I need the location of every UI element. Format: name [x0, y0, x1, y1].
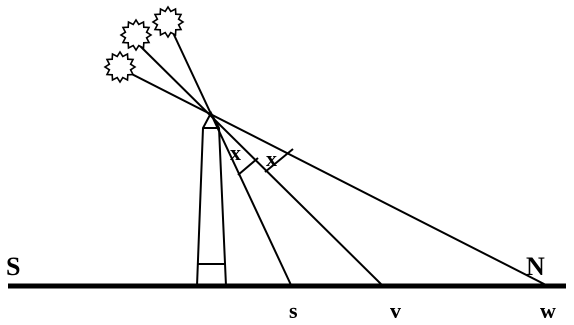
label-shadow-v: v: [390, 298, 401, 323]
suns: [103, 5, 185, 84]
angle-mark-2: [264, 148, 294, 173]
sun-rays: [119, 21, 547, 286]
ray-to-s: [167, 21, 292, 286]
sun-icon: [151, 5, 185, 39]
label-angle-x-2: x: [266, 146, 277, 171]
label-south: S: [6, 252, 20, 281]
ray-to-v: [135, 41, 383, 286]
sun-icon: [103, 50, 137, 84]
label-shadow-s: s: [289, 298, 298, 323]
label-north: N: [526, 252, 545, 281]
angle-marks: [237, 148, 294, 176]
ray-to-w: [119, 67, 547, 286]
sun-icon: [119, 18, 153, 52]
label-shadow-w: w: [540, 298, 556, 323]
label-angle-x-1: x: [230, 140, 241, 165]
angle-mark-1: [237, 157, 259, 176]
